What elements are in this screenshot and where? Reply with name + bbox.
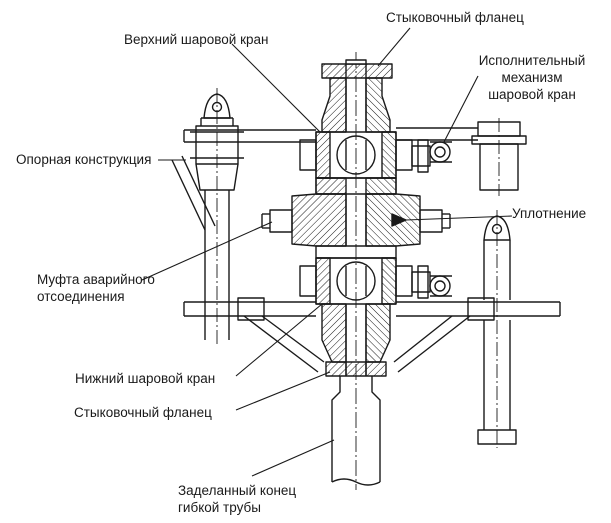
right-top-roller	[471, 118, 527, 196]
lower-support-beam	[183, 297, 561, 321]
label-coupling-line-2: отсоединения	[37, 289, 125, 304]
label-upper-ball-valve: Верхний шаровой кран	[124, 32, 269, 47]
label-emergency-release-coupling: Муфта аварийного отсоединения	[37, 271, 155, 305]
label-lower-ball-valve: Нижний шаровой кран	[75, 371, 216, 386]
label-valve-actuator: Исполнительный механизм шаровой кран	[470, 52, 594, 103]
top-docking-flange	[321, 59, 393, 79]
leader-lines	[141, 27, 513, 477]
emergency-release-coupling	[261, 177, 451, 259]
label-seal: Уплотнение	[512, 206, 587, 221]
upper-actuator	[411, 139, 452, 173]
bottom-docking-flange	[325, 361, 387, 377]
label-valve-actuator-line-1: Исполнительный	[478, 53, 586, 68]
label-valve-actuator-line-3: шаровой кран	[488, 87, 576, 102]
label-bottom-docking-flange: Стыковочный фланец	[74, 405, 212, 420]
label-top-docking-flange: Стыковочный фланец	[386, 10, 524, 25]
left-support-column	[190, 88, 244, 345]
label-support-structure: Опорная конструкция	[16, 152, 152, 167]
left-support-diagonal	[171, 155, 216, 231]
right-support-column	[477, 210, 517, 448]
label-flexible-pipe-end: Заделанный конец гибкой трубы	[178, 482, 296, 516]
label-valve-actuator-line-2: механизм	[501, 70, 563, 85]
label-pipe-end-line-1: Заделанный конец	[178, 483, 297, 498]
label-coupling-line-1: Муфта аварийного	[37, 272, 155, 287]
lower-valve-body	[321, 303, 391, 376]
lower-bracing	[243, 315, 471, 373]
lower-actuator	[411, 265, 452, 299]
label-pipe-end-line-2: гибкой трубы	[178, 500, 261, 515]
